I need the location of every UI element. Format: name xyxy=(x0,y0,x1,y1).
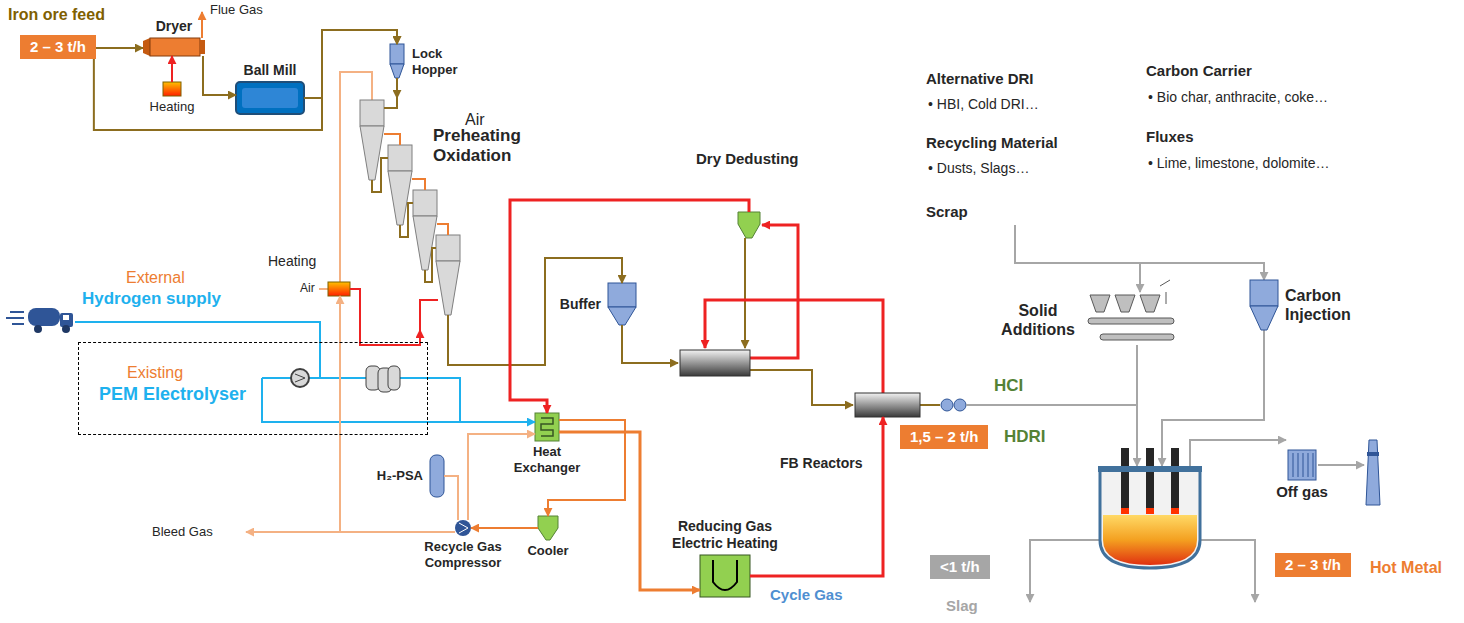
node-label: Preheating Oxidation xyxy=(433,126,543,167)
electrolyser-group: ExistingPEM Electrolyser xyxy=(78,342,428,435)
pipe-connector xyxy=(94,30,397,130)
label-text: Recycling Material xyxy=(926,134,1058,152)
label-text: Air xyxy=(300,281,315,295)
node-label: <1 t/h xyxy=(940,558,980,576)
cyclone-preheater: Preheating Oxidation xyxy=(365,98,457,330)
pipe-connector xyxy=(304,30,397,98)
cooler: Cooler xyxy=(538,516,558,540)
label-text: Flue Gas xyxy=(210,2,263,18)
burner: Heating xyxy=(163,82,181,96)
label-text: • Dusts, Slags… xyxy=(928,160,1029,177)
label-text: Alternative DRI xyxy=(926,70,1034,88)
label-text: Slag xyxy=(946,597,978,615)
node-label: FB Reactors xyxy=(780,455,862,472)
pipe-connector xyxy=(350,289,420,345)
node-label: Cooler xyxy=(527,543,568,559)
node-label: Off gas xyxy=(1276,483,1328,501)
lock-hopper: Lock Hopper xyxy=(390,44,404,78)
buffer-bin: Buffer xyxy=(608,283,636,325)
node-label: Recycle Gas Compressor xyxy=(413,539,513,570)
node-label: Lock Hopper xyxy=(412,46,470,77)
node-label: Ball Mill xyxy=(244,62,297,79)
label-text: Hot Metal xyxy=(1370,558,1442,577)
node-label: Dry Dedusting xyxy=(696,150,799,168)
dedusting-cyclone: Dry Dedusting xyxy=(738,212,760,238)
heat-exchanger: Heat Exchanger xyxy=(535,413,559,441)
injection-hopper: Carbon Injection xyxy=(1250,280,1278,330)
ball-mill: Ball Mill xyxy=(236,82,304,114)
pipe-connector xyxy=(471,527,538,529)
label-text: Scrap xyxy=(926,203,968,221)
node-label: Buffer xyxy=(560,296,601,313)
label-text: • Bio char, anthracite, coke… xyxy=(1148,89,1328,106)
label-text: Hydrogen supply xyxy=(82,289,221,309)
node-label: Heating xyxy=(268,253,316,270)
label-text: External xyxy=(126,268,185,287)
dryer: Dryer xyxy=(143,38,205,56)
pipe-connector xyxy=(428,421,535,423)
pipe-connector xyxy=(340,296,455,532)
pipe-connector xyxy=(559,432,700,590)
pipe-connector xyxy=(203,56,236,95)
pipe-connector xyxy=(396,78,398,98)
solid-additions: Solid Additions xyxy=(1085,295,1175,345)
node-label: 2 – 3 t/h xyxy=(1285,556,1341,574)
rate-box: 1,5 – 2 t/h xyxy=(900,425,988,449)
node-label: Reducing Gas Electric Heating xyxy=(660,518,790,552)
node-label: Dryer xyxy=(156,18,193,35)
node-label: PEM Electrolyser xyxy=(99,384,246,406)
pipe-connector xyxy=(171,56,173,82)
node-label: H₂-PSA xyxy=(377,468,423,484)
fb-reactor: FB Reactors xyxy=(855,393,920,417)
rate-box: <1 t/h xyxy=(930,555,990,579)
label-text: Bleed Gas xyxy=(152,524,213,540)
pipe-connector xyxy=(468,434,535,520)
label-text: HCI xyxy=(994,376,1023,396)
pipe-connector xyxy=(510,200,749,413)
label-text: HDRI xyxy=(1004,427,1046,447)
pipe-connector xyxy=(444,476,458,520)
node-label: Carbon Injection xyxy=(1285,286,1365,324)
label-text: • Lime, limestone, dolomite… xyxy=(1148,155,1330,172)
node-label: Heat Exchanger xyxy=(507,444,587,475)
psa-vessel: H₂-PSA xyxy=(430,455,444,497)
node-label: Existing xyxy=(127,363,183,382)
pipe-connector xyxy=(96,47,143,49)
label-text: Iron ore feed xyxy=(8,5,105,24)
label-text: Cycle Gas xyxy=(770,586,843,604)
label-text: • HBI, Cold DRI… xyxy=(928,96,1039,113)
node-label: 2 – 3 t/h xyxy=(30,38,86,56)
burner: Heating xyxy=(328,282,350,296)
label-text: Air xyxy=(465,110,485,129)
gas-heater: Reducing Gas Electric Heating xyxy=(700,555,750,597)
pipe-connector xyxy=(448,258,622,365)
gas-filter: Off gas xyxy=(1288,450,1316,480)
label-text: Fluxes xyxy=(1146,128,1194,146)
rate-box: 2 – 3 t/h xyxy=(1275,553,1351,577)
rate-box: 2 – 3 t/h xyxy=(20,35,96,59)
label-text: Carbon Carrier xyxy=(1146,62,1252,80)
pipe-connector xyxy=(750,417,883,576)
node-label: Heating xyxy=(150,99,195,115)
node-label: 1,5 – 2 t/h xyxy=(910,428,978,446)
node-label: Solid Additions xyxy=(998,301,1078,339)
compressor: Recycle Gas Compressor xyxy=(455,520,471,536)
